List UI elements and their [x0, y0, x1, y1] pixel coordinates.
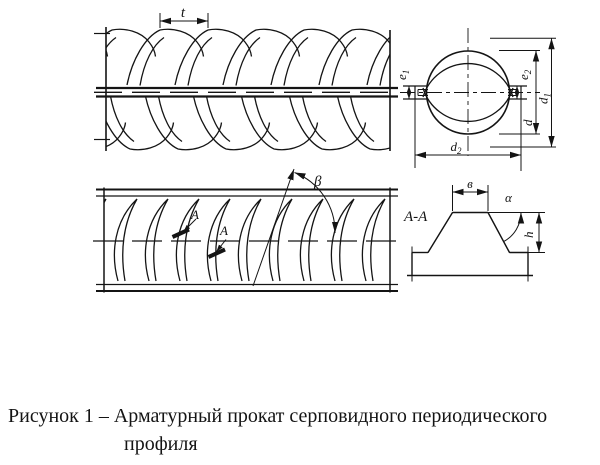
- crescent-rib-envelope: [422, 62, 514, 123]
- aa-outline: [407, 211, 533, 282]
- label-alpha: α: [505, 190, 513, 205]
- aa-section-view: А-А в α: [403, 176, 545, 282]
- figure-caption-line2: профиля: [124, 433, 198, 455]
- label-b: в: [467, 176, 473, 191]
- plan-view-rebar: А А β: [93, 168, 400, 293]
- core-circle: [425, 50, 511, 135]
- label-d: d: [520, 119, 535, 126]
- d2-dimension: d2: [414, 99, 522, 171]
- pitch-dimension: t: [159, 5, 209, 28]
- h-dimension: h: [521, 212, 545, 253]
- label-beta: β: [313, 174, 322, 190]
- label-section-a1: А: [190, 207, 199, 222]
- upper-helix-ribs: [105, 28, 390, 87]
- section-cut-marks: А А: [171, 207, 228, 259]
- b-dimension: в: [452, 176, 489, 211]
- d-dimension: d: [499, 50, 540, 135]
- plan-view-outline: [93, 187, 400, 293]
- label-e1: e1: [394, 70, 411, 80]
- e1-dimension: e1: [394, 70, 412, 99]
- section-centerlines: [400, 28, 540, 156]
- d1-dimension: d1: [490, 37, 556, 148]
- alpha-angle-dimension: α: [488, 190, 545, 243]
- cross-section-view: e1 e2 d d1 d2: [394, 28, 556, 171]
- side-view-core-band: [94, 86, 398, 98]
- lower-helix-ribs: [105, 96, 390, 151]
- label-t: t: [181, 5, 186, 21]
- label-section-view: А-А: [403, 209, 428, 225]
- side-view-rebar: t: [94, 5, 398, 151]
- label-h: h: [521, 232, 536, 239]
- label-e2: e2: [516, 69, 533, 80]
- aa-hatch-area: [411, 212, 529, 276]
- beta-angle-dimension: β: [252, 168, 339, 287]
- label-d1: d1: [536, 93, 553, 104]
- figure-caption-line1: Рисунок 1 – Арматурный прокат серповидно…: [8, 405, 548, 427]
- label-d2: d2: [451, 139, 463, 156]
- e2-dimension: e2: [514, 69, 533, 99]
- sickle-ribs: [104, 198, 386, 282]
- label-section-a2: А: [219, 223, 228, 238]
